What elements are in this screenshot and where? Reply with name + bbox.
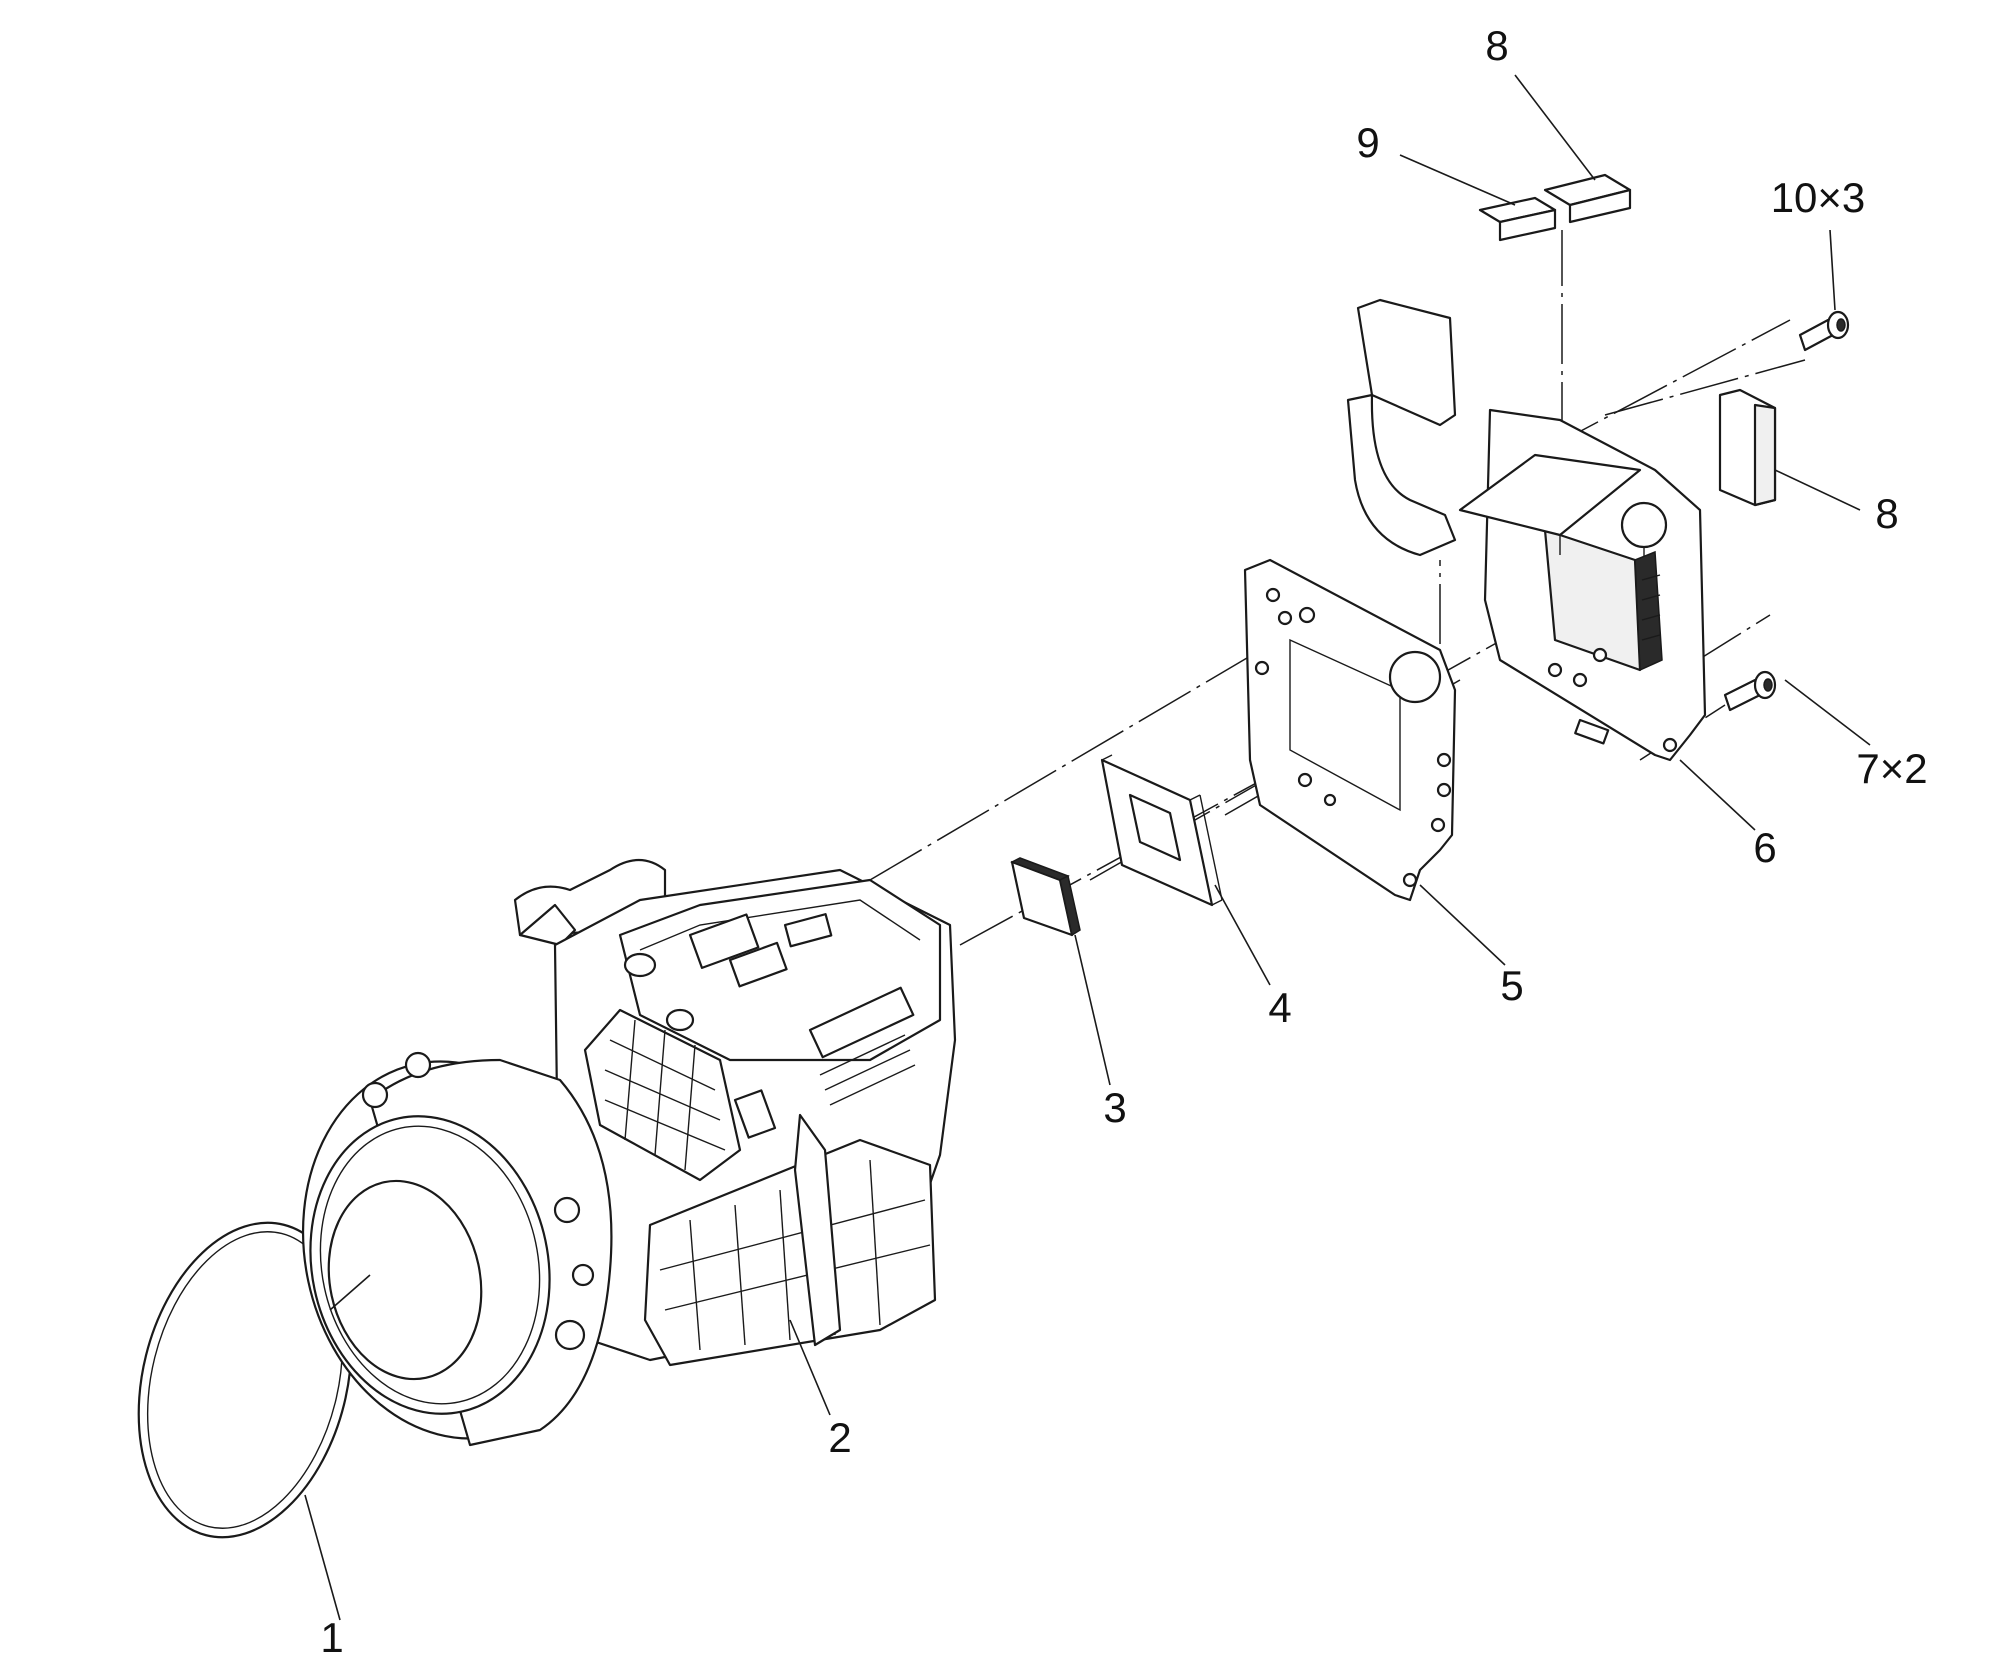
- connector-pins: [819, 1034, 916, 1106]
- part-10-screw: [1798, 310, 1850, 352]
- callout-6: 6: [1753, 824, 1776, 871]
- callout-3: 3: [1103, 1084, 1126, 1131]
- part-4-gasket: [1100, 754, 1223, 907]
- side-grid: [604, 1019, 726, 1171]
- callout-4: 4: [1268, 984, 1291, 1031]
- part-5-ccd-plate: [1243, 558, 1457, 902]
- callout-labels: 1 2 3 4 5 6 7×2 8 8 9 10×3: [320, 22, 1927, 1661]
- part-1-o-ring: [137, 1221, 353, 1539]
- leader-lines: [304, 74, 1871, 1621]
- part-8-spacer-top: [1543, 173, 1632, 224]
- part-7-screw: [1723, 670, 1777, 712]
- part-2-lens-block: [301, 858, 957, 1447]
- callout-10: 10×3: [1771, 174, 1866, 221]
- callout-7: 7×2: [1856, 745, 1927, 792]
- callout-2: 2: [828, 1414, 851, 1461]
- callout-1: 1: [320, 1614, 343, 1661]
- callout-8-top: 8: [1485, 22, 1508, 69]
- callout-9: 9: [1356, 119, 1379, 166]
- callout-8-side: 8: [1875, 490, 1898, 537]
- part-8-spacer-side: [1718, 388, 1777, 507]
- ccd-pins: [1641, 574, 1661, 641]
- plate-holes: [1254, 587, 1452, 888]
- part-3-optical-filter: [1010, 857, 1081, 937]
- part-9-shim: [1478, 196, 1557, 242]
- callout-5: 5: [1500, 962, 1523, 1009]
- part-6-ccd-board: [1346, 298, 1707, 762]
